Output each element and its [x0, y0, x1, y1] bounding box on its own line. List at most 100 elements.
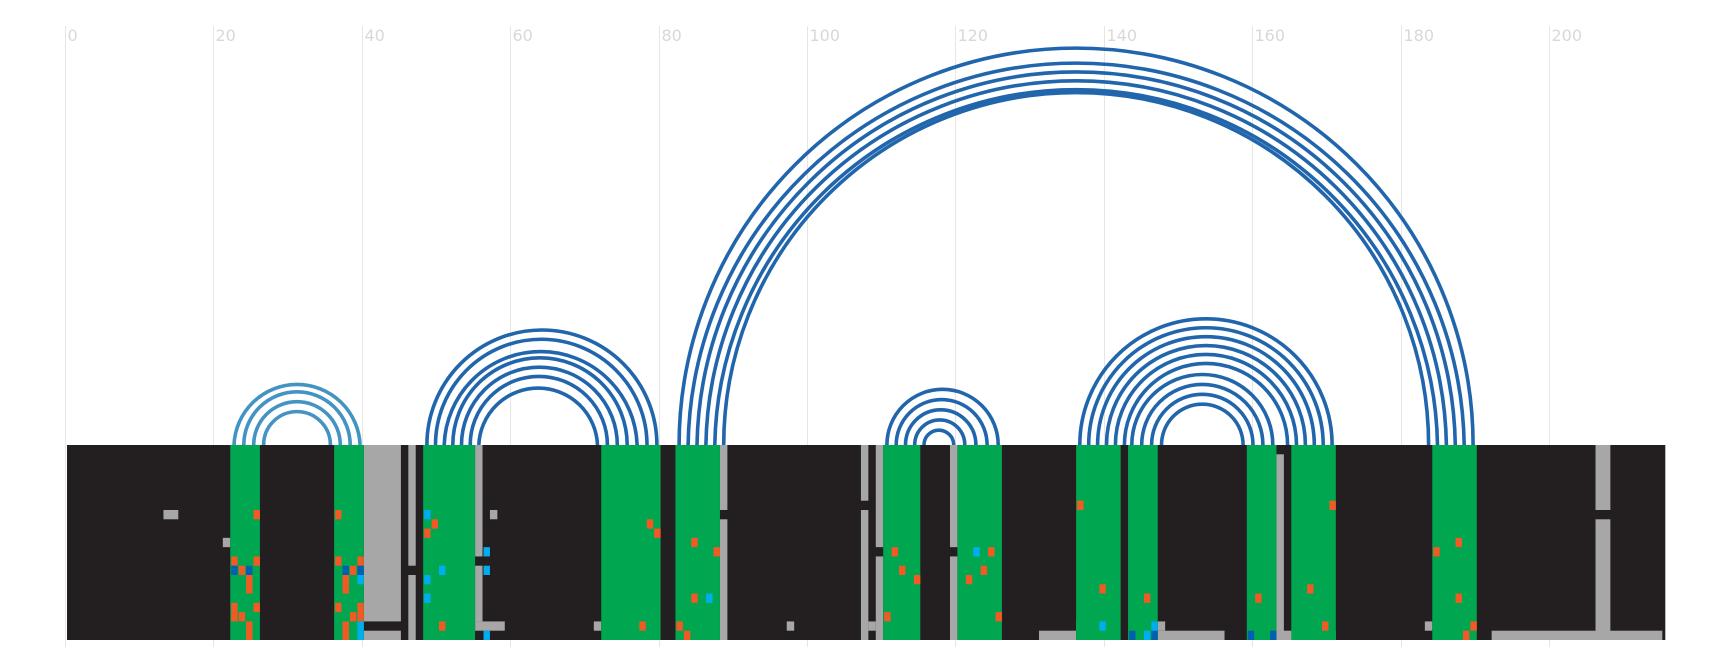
helix-arc — [1104, 343, 1308, 446]
cell-mismatch — [349, 612, 357, 622]
cell-mismatch — [1470, 621, 1477, 631]
cell-mismatch — [231, 556, 238, 566]
cell-mismatch — [342, 621, 349, 631]
helix-arc — [903, 408, 978, 446]
paired-column — [1291, 445, 1336, 640]
cell-mismatch — [431, 519, 438, 529]
cell-variant_dark — [1151, 630, 1158, 640]
gap-block — [475, 445, 483, 557]
cell-mismatch — [891, 547, 899, 557]
cell-mismatch — [965, 575, 973, 585]
cell-mismatch — [246, 621, 253, 631]
helix-arc — [885, 387, 1000, 446]
cell-variant_light — [483, 547, 490, 557]
cell-mismatch — [646, 519, 654, 529]
cell-mismatch — [683, 630, 691, 640]
paired-column — [883, 445, 921, 640]
helix-arc — [922, 428, 956, 446]
x-tick-label: 140 — [1107, 26, 1138, 45]
gap-block — [719, 519, 728, 640]
helix-arc — [695, 70, 1458, 446]
helix-arc — [232, 382, 362, 446]
helix-arc — [721, 90, 1431, 446]
helix-arc — [451, 356, 629, 446]
cell-mismatch — [357, 612, 364, 622]
gap-block — [1157, 621, 1166, 631]
cell-mismatch — [439, 621, 446, 631]
x-tick-label: 180 — [1404, 26, 1435, 45]
helix-arc — [713, 87, 1440, 446]
cell-mismatch — [1307, 584, 1314, 594]
cell-variant_light — [424, 593, 431, 603]
gap-block — [363, 630, 401, 640]
helix-arc — [459, 365, 620, 446]
cell-variant_dark — [246, 565, 253, 575]
paired-column — [1128, 445, 1158, 640]
helix-arc — [251, 399, 343, 446]
gap-block — [363, 445, 401, 622]
cell-variant_light — [706, 593, 713, 603]
cell-variant_light — [357, 621, 364, 631]
paired-column — [423, 445, 476, 640]
cell-variant_dark — [1247, 630, 1255, 640]
cell-mismatch — [1329, 500, 1336, 510]
helix-arc — [1113, 352, 1299, 446]
gap-block — [489, 510, 498, 520]
gap-block — [222, 537, 231, 548]
x-tick-label: 160 — [1255, 26, 1286, 45]
cell-mismatch — [342, 630, 349, 640]
x-tick-label: 200 — [1552, 26, 1583, 45]
cell-mismatch — [246, 575, 253, 585]
x-tick-label: 80 — [662, 26, 682, 45]
cell-mismatch — [1455, 537, 1462, 548]
helix-arc — [433, 337, 649, 446]
helix-arc — [1122, 361, 1290, 446]
helix-arc — [704, 78, 1449, 446]
cell-variant_light — [357, 575, 364, 585]
gap-block — [475, 621, 505, 631]
cell-mismatch — [357, 556, 364, 566]
paired-column — [1432, 445, 1477, 640]
helix-arc — [677, 46, 1475, 446]
cell-mismatch — [1255, 593, 1262, 603]
helix-arc — [477, 386, 600, 446]
cell-mismatch — [713, 547, 720, 557]
cell-mismatch — [349, 565, 357, 575]
cell-mismatch — [231, 602, 238, 613]
cell-mismatch — [913, 575, 921, 585]
cell-mismatch — [1455, 593, 1462, 603]
cell-variant_light — [1143, 630, 1151, 640]
cell-mismatch — [335, 602, 342, 613]
helix-arc — [261, 409, 333, 446]
cell-mismatch — [654, 528, 661, 538]
paired-column — [957, 445, 1002, 640]
cell-variant_light — [439, 565, 446, 575]
cell-mismatch — [884, 612, 891, 622]
helix-arc — [912, 418, 967, 446]
cell-mismatch — [357, 602, 364, 613]
cell-mismatch — [253, 556, 260, 566]
paired-column — [601, 445, 661, 640]
cell-mismatch — [1462, 630, 1470, 640]
gap-block — [1595, 445, 1611, 510]
cell-mismatch — [676, 621, 683, 631]
cell-variant_light — [973, 547, 980, 557]
x-tick-label: 40 — [365, 26, 385, 45]
cell-mismatch — [1433, 547, 1440, 557]
cell-variant_dark — [1129, 630, 1136, 640]
cell-mismatch — [1321, 621, 1329, 631]
x-tick-label: 60 — [513, 26, 533, 45]
gap-block — [475, 565, 483, 622]
helix-arc — [894, 397, 989, 446]
cell-mismatch — [231, 612, 238, 622]
gap-block — [1424, 621, 1433, 631]
gap-block — [949, 445, 958, 548]
paired-column — [1076, 445, 1121, 640]
helix-arc — [442, 349, 639, 446]
cell-mismatch — [639, 621, 646, 631]
gap-block — [1276, 454, 1284, 640]
cell-mismatch — [691, 593, 698, 603]
gap-block — [949, 556, 958, 640]
cell-mismatch — [253, 510, 260, 520]
